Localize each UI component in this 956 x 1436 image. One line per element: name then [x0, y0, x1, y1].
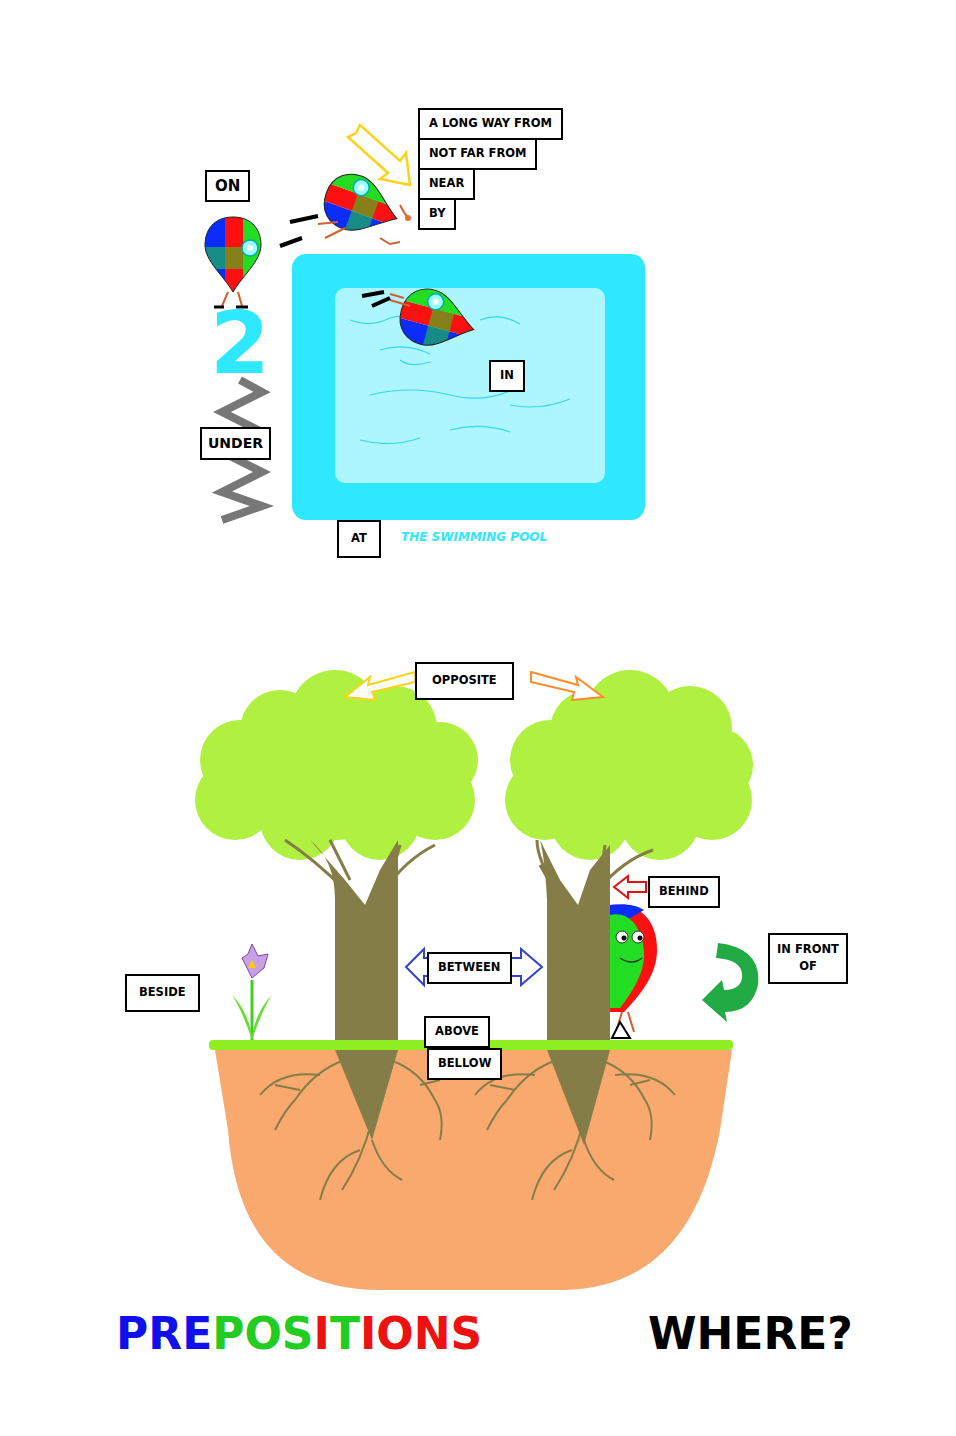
label-box: NEAR — [418, 168, 475, 200]
title-letter: I — [360, 1308, 376, 1359]
label-text: ABOVE — [435, 1024, 479, 1038]
label-text: UNDER — [208, 435, 263, 451]
title-letter: S — [451, 1308, 483, 1359]
label-text: NEAR — [429, 176, 464, 190]
flower — [232, 944, 272, 1040]
label-text: OPPOSITE — [432, 673, 497, 687]
label-text: BEHIND — [659, 884, 709, 898]
label-text: BY — [429, 206, 445, 220]
title-letter: N — [414, 1308, 451, 1359]
title-letter: E — [182, 1308, 212, 1359]
title: PREPOSITIONS — [116, 1308, 482, 1359]
title-letter: I — [314, 1308, 330, 1359]
label-box: BESIDE — [125, 974, 200, 1012]
label-box: OPPOSITE — [415, 662, 514, 700]
place-name: THE SWIMMING POOL — [401, 530, 547, 544]
question: WHERE? — [648, 1308, 853, 1359]
title-letter: T — [330, 1308, 360, 1359]
label-text: BELLOW — [438, 1056, 491, 1070]
big-number: 2 — [210, 300, 270, 386]
label-box: IN — [489, 360, 525, 392]
title-letter: P — [212, 1308, 244, 1359]
label-box: A LONG WAY FROM — [418, 108, 563, 140]
label-text: IN FRONT OF — [777, 942, 839, 973]
label-box: AT — [337, 520, 381, 558]
title-letter: S — [282, 1308, 314, 1359]
label-text: AT — [351, 531, 367, 545]
label-box: BEHIND — [648, 876, 720, 908]
label-text: ON — [215, 177, 240, 195]
label-text: NOT FAR FROM — [429, 146, 526, 160]
label-box: BETWEEN — [427, 952, 512, 984]
label-text: IN — [500, 368, 514, 382]
label-box: ABOVE — [424, 1016, 490, 1048]
label-text: A LONG WAY FROM — [429, 116, 552, 130]
label-text: BESIDE — [139, 985, 186, 999]
label-box: ON — [205, 170, 250, 202]
title-letter: O — [244, 1308, 281, 1359]
label-box: NOT FAR FROM — [418, 138, 537, 170]
label-text: BETWEEN — [438, 960, 501, 974]
title-letter: P — [116, 1308, 148, 1359]
pool — [292, 254, 645, 520]
label-box: IN FRONT OF — [768, 933, 848, 984]
label-box: BY — [418, 198, 456, 230]
title-letter: R — [148, 1308, 182, 1359]
label-box: UNDER — [200, 427, 271, 460]
pot — [215, 1050, 732, 1290]
title-letter: O — [376, 1308, 413, 1359]
balloon-behind-tree — [610, 904, 657, 1038]
label-box: BELLOW — [427, 1048, 502, 1080]
